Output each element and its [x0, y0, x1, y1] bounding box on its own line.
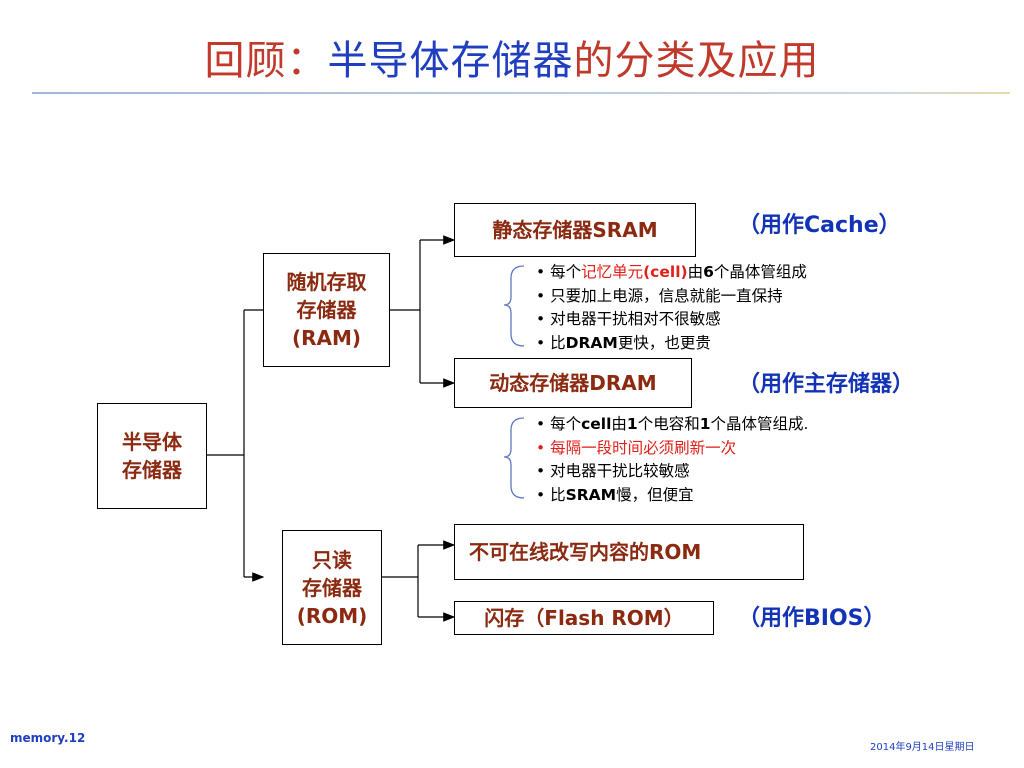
ram-line-2: 存储器 [296, 298, 357, 322]
bullet-text: 由 [687, 263, 704, 281]
ram-line-1: 随机存取 [286, 270, 367, 294]
ram-line-3: (RAM) [291, 326, 362, 350]
bullet-text: • 比 [536, 333, 566, 352]
slide-date: 2014年9月14日星期日 [870, 742, 975, 753]
title-prefix: 回顾： [204, 38, 328, 84]
slide-number: memory.12 [10, 731, 86, 745]
dram-box: 动态存储器DRAM [454, 358, 692, 408]
list-item: • 只要加上电源，信息就能一直保持 [536, 286, 783, 305]
rom-line-2: 存储器 [302, 575, 362, 600]
root-line-1: 半导体 [122, 430, 182, 454]
bullet-text: • 每个 [536, 415, 582, 433]
bullet-bold: 6 [703, 263, 714, 281]
bullet-bold: SRAM [565, 485, 617, 504]
title-divider [32, 92, 1010, 94]
list-item: • 比SRAM慢，但便宜 [536, 484, 808, 508]
list-item: • 对电器干扰比较敏感 [536, 462, 690, 480]
dram-usage-note: （用作主存储器） [738, 372, 915, 397]
rom-box: 只读存储器 (ROM) [282, 530, 382, 645]
list-item: • 对电器干扰相对不很敏感 [536, 310, 721, 328]
bullet-text: • 比 [536, 485, 566, 504]
rom-line-3: (ROM) [296, 603, 368, 628]
list-item: • 每个cell由1个电容和1个晶体管组成. [536, 413, 808, 437]
bullet-text: 个电容和 [637, 415, 700, 433]
root-line-2: 存储器 [122, 458, 182, 482]
title-highlight: 半导体存储器 [327, 38, 574, 84]
bullet-text: • 每个 [536, 263, 582, 281]
list-item: • 比DRAM更快，也更贵 [536, 332, 807, 356]
page-title: 回顾：半导体存储器的分类及应用 [0, 28, 1024, 86]
dram-bullet-list: • 每个cell由1个电容和1个晶体管组成. • 每隔一段时间必须刷新一次 • … [536, 413, 808, 507]
flash-usage-note: （用作BIOS） [738, 606, 886, 631]
dram-brace [503, 417, 525, 499]
bullet-bold: 1 [699, 415, 711, 433]
bullet-bold: cell [581, 415, 612, 433]
bullet-text: 更快，也更贵 [617, 333, 711, 352]
list-item: • 每隔一段时间必须刷新一次 [536, 438, 737, 457]
bullet-highlight: 记忆单元 [581, 263, 644, 281]
ram-box: 随机存取存储器 (RAM) [263, 253, 390, 367]
rom-fixed-box: 不可在线改写内容的ROM [454, 524, 804, 580]
bullet-bold: 1 [626, 415, 638, 433]
title-suffix: 的分类及应用 [573, 38, 820, 84]
sram-usage-note: （用作Cache） [738, 213, 901, 238]
bullet-text: 个晶体管组成. [710, 415, 809, 433]
semiconductor-memory-box: 半导体存储器 [97, 403, 207, 509]
sram-bullet-list: • 每个记忆单元(cell)由6个晶体管组成 • 只要加上电源，信息就能一直保持… [536, 261, 807, 355]
bullet-text: 慢，但便宜 [616, 485, 694, 504]
bullet-bold: DRAM [565, 333, 618, 352]
bullet-highlight-bold: (cell) [643, 263, 688, 281]
bullet-text: 由 [611, 415, 627, 433]
list-item: • 每个记忆单元(cell)由6个晶体管组成 [536, 261, 807, 285]
flash-box: 闪存（Flash ROM） [454, 601, 714, 635]
sram-brace [503, 265, 525, 347]
sram-box: 静态存储器SRAM [454, 203, 696, 257]
rom-line-1: 只读 [312, 547, 352, 572]
bullet-text: 个晶体管组成 [713, 263, 807, 281]
